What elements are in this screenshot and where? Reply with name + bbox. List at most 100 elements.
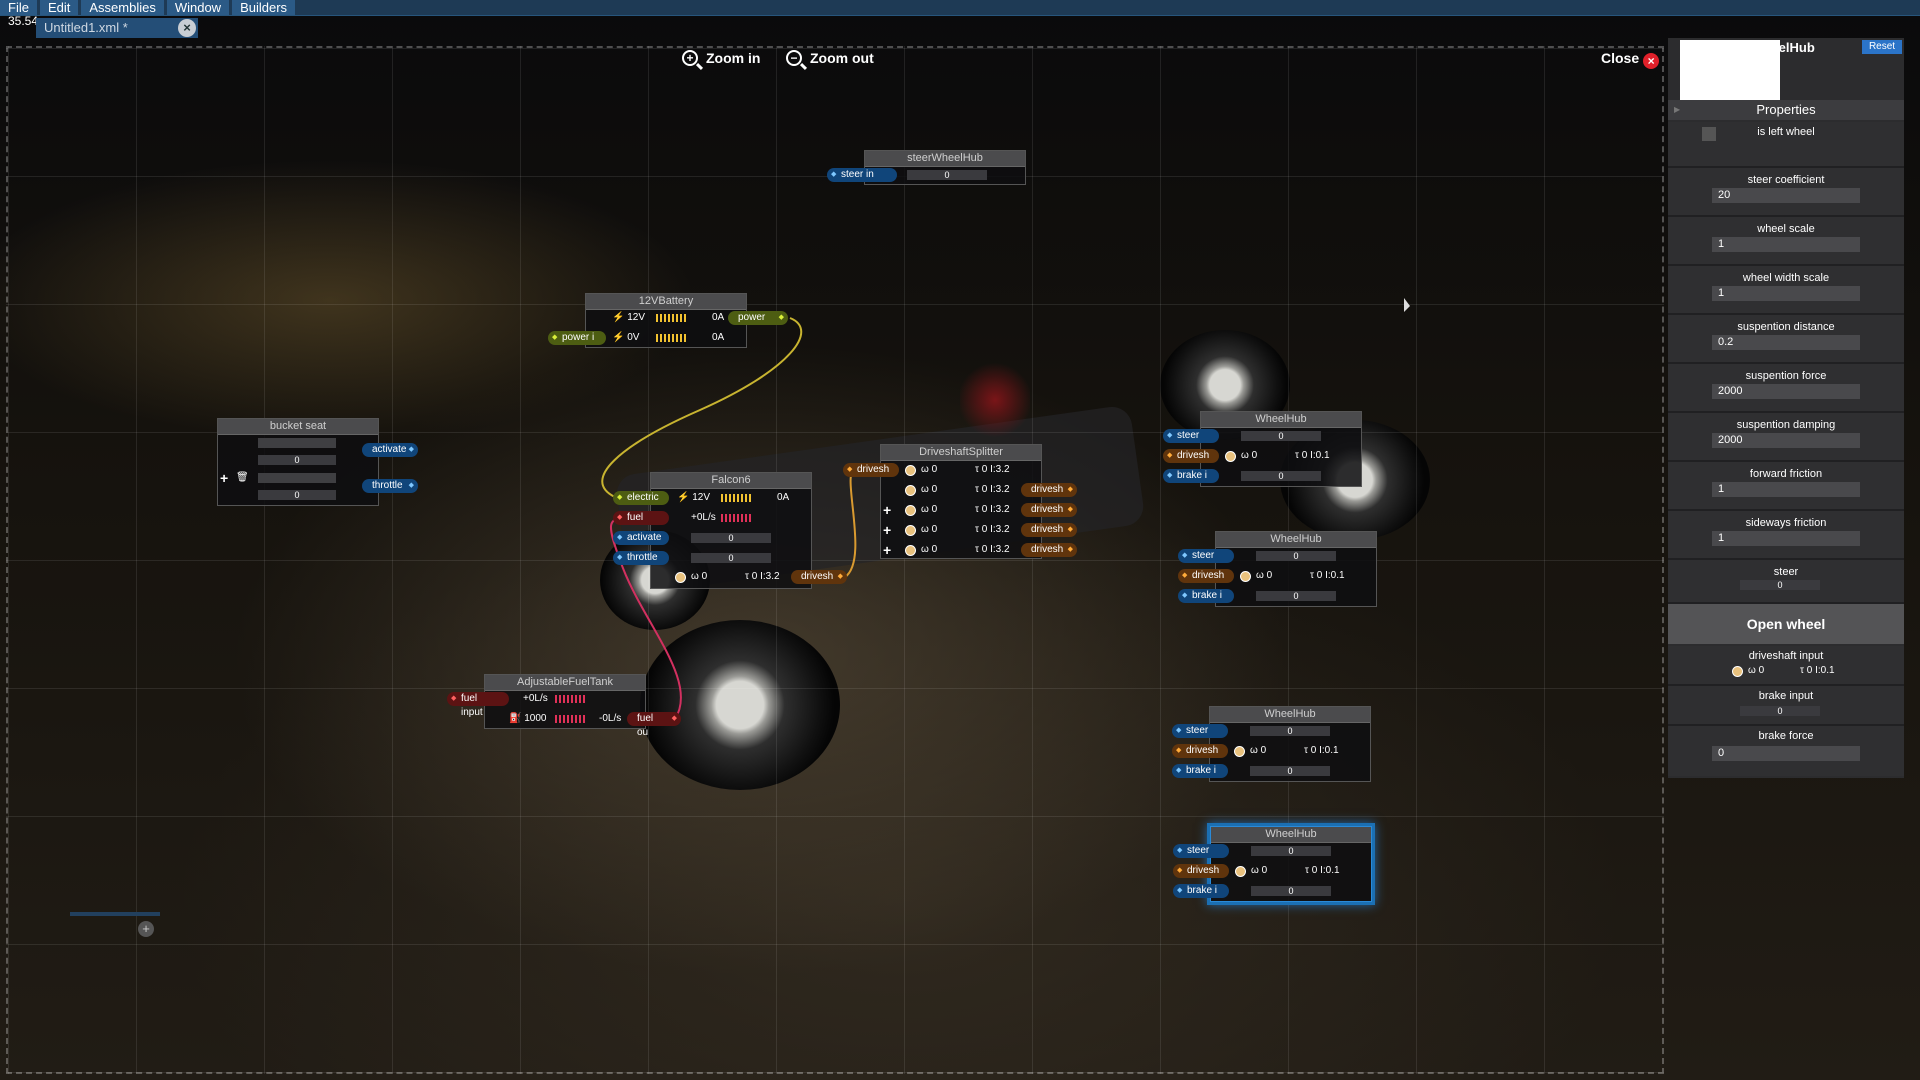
wheel-scale-input[interactable]: 1: [1712, 237, 1860, 252]
brake-input-slider[interactable]: 0: [1740, 706, 1820, 716]
port-fuel-input[interactable]: fuel input: [447, 692, 509, 718]
steer-coefficient-input[interactable]: 20: [1712, 188, 1860, 203]
port-electric[interactable]: electric: [613, 491, 669, 505]
gear-icon: [905, 485, 916, 496]
port-steer[interactable]: steer: [1178, 549, 1234, 563]
node-wheel-hub[interactable]: WheelHub steer 0 drivesh ω 0 τ 0 I:0.1 b…: [1163, 411, 1362, 487]
steer-value[interactable]: 0: [1251, 846, 1331, 856]
port-steer[interactable]: steer: [1172, 724, 1228, 738]
is-left-wheel-checkbox[interactable]: [1702, 127, 1716, 141]
zoom-out-button[interactable]: −Zoom out: [786, 49, 874, 67]
battery-amps-2: 0A: [712, 332, 725, 343]
part-preview: [1680, 40, 1780, 100]
properties-header[interactable]: Properties: [1668, 100, 1904, 120]
port-brake[interactable]: brake i: [1178, 589, 1234, 603]
falcon-activate-value[interactable]: 0: [691, 533, 771, 543]
gear-icon: [905, 525, 916, 536]
port-brake[interactable]: brake i: [1172, 764, 1228, 778]
port-driveshaft[interactable]: drivesh: [1173, 864, 1229, 878]
port-driveshaft-out[interactable]: drivesh: [1021, 543, 1077, 557]
port-fuel[interactable]: fuel: [613, 511, 669, 525]
panel-title: WheelHub: [1751, 40, 1815, 55]
add-circle-icon[interactable]: +: [138, 921, 154, 937]
suspention-damping-input[interactable]: 2000: [1712, 433, 1860, 448]
node-wheel-hub[interactable]: WheelHub steer 0 drivesh ω 0 τ 0 I:0.1 b…: [1178, 531, 1377, 607]
gear-icon: [1240, 571, 1251, 582]
brake-value[interactable]: 0: [1250, 766, 1330, 776]
add-icon[interactable]: +: [883, 502, 892, 518]
battery-amps-1: 0A: [712, 312, 725, 323]
seat-value-1[interactable]: 0: [258, 455, 336, 465]
suspention-force-input[interactable]: 2000: [1712, 384, 1860, 399]
close-document-icon[interactable]: ×: [178, 19, 196, 37]
port-driveshaft-out[interactable]: drivesh: [1021, 523, 1077, 537]
prop-wheel-scale: wheel scale 1: [1668, 217, 1904, 266]
open-wheel-button[interactable]: Open wheel: [1668, 604, 1904, 644]
battery-voltage-1: ⚡ 12V: [612, 312, 646, 323]
close-editor-button[interactable]: Close×: [1601, 49, 1660, 69]
sideways-friction-input[interactable]: 1: [1712, 531, 1860, 546]
minimap-widget[interactable]: [70, 912, 160, 916]
port-steer[interactable]: steer: [1173, 844, 1229, 858]
add-icon[interactable]: +: [883, 542, 892, 558]
menu-file[interactable]: File: [0, 0, 37, 15]
node-bucket-seat[interactable]: bucket seat 0 activate + 🗑 0 throttle: [217, 418, 418, 506]
port-driveshaft[interactable]: drivesh: [1172, 744, 1228, 758]
port-driveshaft-out[interactable]: drivesh: [1021, 503, 1077, 517]
steer-in-value[interactable]: 0: [907, 170, 987, 180]
port-driveshaft[interactable]: drivesh: [1163, 449, 1219, 463]
menu-edit[interactable]: Edit: [39, 0, 79, 15]
steer-slider[interactable]: 0: [1740, 580, 1820, 590]
brake-value[interactable]: 0: [1256, 591, 1336, 601]
menu-assemblies[interactable]: Assemblies: [81, 0, 164, 15]
brake-value[interactable]: 0: [1251, 886, 1331, 896]
falcon-throttle-value[interactable]: 0: [691, 553, 771, 563]
node-editor-canvas[interactable]: [6, 46, 1664, 1074]
node-wheel-hub-selected[interactable]: WheelHub steer 0 drivesh ω 0 τ 0 I:0.1 b…: [1173, 826, 1372, 902]
reset-button[interactable]: Reset: [1862, 40, 1902, 54]
port-driveshaft[interactable]: drivesh: [1178, 569, 1234, 583]
port-driveshaft-in[interactable]: drivesh: [843, 463, 899, 477]
port-activate[interactable]: activate: [613, 531, 669, 545]
port-driveshaft-out[interactable]: drivesh: [791, 570, 847, 584]
node-12v-battery[interactable]: 12VBattery ⚡ 12V 0A power power i ⚡ 0V 0…: [548, 293, 788, 348]
port-brake[interactable]: brake i: [1173, 884, 1229, 898]
brake-force-input[interactable]: 0: [1712, 746, 1860, 761]
menu-window[interactable]: Window: [166, 0, 230, 15]
driveshaft-omega: ω 0: [1748, 665, 1765, 676]
port-brake[interactable]: brake i: [1163, 469, 1219, 483]
port-activate[interactable]: activate: [362, 443, 418, 457]
steer-value[interactable]: 0: [1256, 551, 1336, 561]
port-fuel-out[interactable]: fuel ou: [627, 712, 681, 738]
port-throttle[interactable]: throttle: [613, 551, 669, 565]
splitter-torque: τ 0 I:3.2: [975, 504, 1010, 515]
menu-builders[interactable]: Builders: [232, 0, 296, 15]
add-icon[interactable]: +: [220, 470, 229, 486]
zoom-in-button[interactable]: +Zoom in: [682, 49, 760, 67]
wheel-width-scale-input[interactable]: 1: [1712, 286, 1860, 301]
brake-value[interactable]: 0: [1241, 471, 1321, 481]
splitter-omega: ω 0: [921, 524, 938, 535]
forward-friction-input[interactable]: 1: [1712, 482, 1860, 497]
gear-icon: [1225, 451, 1236, 462]
node-driveshaft-splitter[interactable]: DriveshaftSplitter drivesh ω 0 τ 0 I:3.2…: [843, 444, 1077, 559]
document-tab[interactable]: Untitled1.xml *: [36, 18, 198, 38]
suspention-distance-input[interactable]: 0.2: [1712, 335, 1860, 350]
prop-label: suspention damping: [1736, 419, 1836, 431]
steer-value[interactable]: 0: [1250, 726, 1330, 736]
node-wheel-hub[interactable]: WheelHub steer 0 drivesh ω 0 τ 0 I:0.1 b…: [1172, 706, 1371, 782]
port-power-in[interactable]: power i: [548, 331, 606, 345]
port-steer-in[interactable]: steer in: [827, 168, 897, 182]
node-adjustable-fuel-tank[interactable]: AdjustableFuelTank fuel input +0L/s ⛽ 10…: [447, 674, 681, 738]
add-icon[interactable]: +: [883, 522, 892, 538]
port-throttle[interactable]: throttle: [362, 479, 418, 493]
port-steer[interactable]: steer: [1163, 429, 1219, 443]
seat-value-2[interactable]: 0: [258, 490, 336, 500]
battery-charge-bar-2: [656, 334, 686, 342]
node-falcon6[interactable]: Falcon6 electric ⚡ 12V 0A fuel +0L/s act…: [613, 472, 847, 589]
port-power-out[interactable]: power: [728, 311, 788, 325]
steer-value[interactable]: 0: [1241, 431, 1321, 441]
port-driveshaft-out[interactable]: drivesh: [1021, 483, 1077, 497]
delete-icon[interactable]: 🗑: [236, 472, 249, 483]
node-steer-wheel-hub[interactable]: steerWheelHub steer in 0: [827, 150, 1026, 185]
